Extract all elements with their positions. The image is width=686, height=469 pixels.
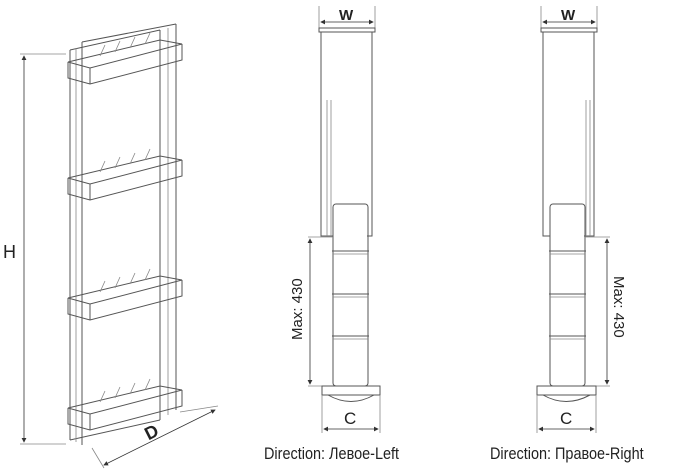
width-label-right: W	[561, 7, 576, 24]
left-front-view	[307, 6, 381, 433]
max-extension-label-left: Max: 430	[289, 278, 306, 340]
basket	[67, 268, 183, 321]
caption-left-direction: Direction: Левое-Left	[264, 444, 400, 463]
height-label: H	[3, 242, 16, 262]
caption-right-direction: Direction: Правое-Right	[490, 444, 644, 463]
basket	[67, 148, 183, 201]
max-extension-label-right: Max: 430	[610, 276, 627, 338]
depth-label: D	[141, 420, 162, 444]
perspective-unit	[20, 23, 219, 469]
c-label-left: C	[344, 409, 356, 428]
width-label-left: W	[339, 7, 354, 24]
right-front-view	[536, 6, 610, 433]
c-label-right: C	[560, 409, 572, 428]
basket	[67, 32, 183, 85]
basket	[67, 378, 183, 431]
